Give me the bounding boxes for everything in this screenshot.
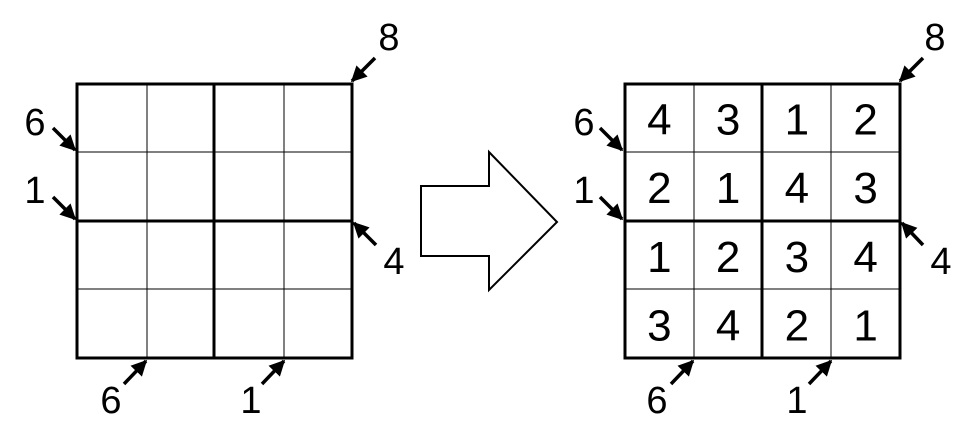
clue-bottom-col-1-label: 6 <box>646 380 667 422</box>
grid-cell-value: 4 <box>716 302 740 351</box>
grid-cell-value: 2 <box>785 302 809 351</box>
grid-cell-value: 3 <box>853 164 877 213</box>
solution-clues: 8 6 1 4 6 1 <box>573 17 951 422</box>
clue-left-row-1-label: 6 <box>573 102 594 144</box>
grid-cell-value: 4 <box>647 95 671 144</box>
grid-cell-value: 1 <box>716 164 740 213</box>
clue-bottom-col-2: 1 <box>786 359 833 422</box>
clue-right-label: 4 <box>383 241 404 283</box>
grid-cell-value: 2 <box>716 233 740 282</box>
clue-left-row-2-label: 1 <box>24 170 45 212</box>
clue-right: 4 <box>352 221 405 283</box>
right-arrow-icon <box>420 149 559 293</box>
clue-left-row-1: 6 <box>573 102 624 152</box>
grid-cell-value: 1 <box>647 233 671 282</box>
grid-cell-value: 4 <box>853 233 877 282</box>
clue-left-row-2-label: 1 <box>573 170 594 212</box>
clue-bottom-col-1: 6 <box>100 359 148 422</box>
clue-bottom-col-2-label: 1 <box>786 380 807 422</box>
clue-right-label: 4 <box>930 241 951 283</box>
clue-bottom-col-1-label: 6 <box>100 380 121 422</box>
clue-top-right: 8 <box>350 17 400 83</box>
grid-cell-value: 2 <box>647 164 671 213</box>
grid-cell-value: 1 <box>785 95 809 144</box>
clue-top-right-label: 8 <box>378 17 399 59</box>
grid-cell-value: 1 <box>853 302 877 351</box>
clue-right: 4 <box>900 221 952 283</box>
clue-bottom-col-2-label: 1 <box>240 380 261 422</box>
grid-cell-value: 3 <box>716 95 740 144</box>
clue-left-row-2: 1 <box>573 170 624 221</box>
clue-top-right: 8 <box>898 17 946 83</box>
grid-cell-value: 4 <box>785 164 809 213</box>
grid-cell-value: 2 <box>853 95 877 144</box>
grid-cell-value: 3 <box>785 233 809 282</box>
clue-bottom-col-2: 1 <box>240 359 286 422</box>
clue-left-row-1: 6 <box>24 102 77 152</box>
puzzle-grid <box>75 82 354 360</box>
puzzle-clues: 8 6 1 4 6 1 <box>24 17 404 422</box>
clue-left-row-2: 1 <box>24 170 77 221</box>
grid-cell-value: 3 <box>647 302 671 351</box>
clue-top-right-label: 8 <box>924 17 945 59</box>
clue-bottom-col-1: 6 <box>646 359 695 422</box>
clue-left-row-1-label: 6 <box>24 102 45 144</box>
